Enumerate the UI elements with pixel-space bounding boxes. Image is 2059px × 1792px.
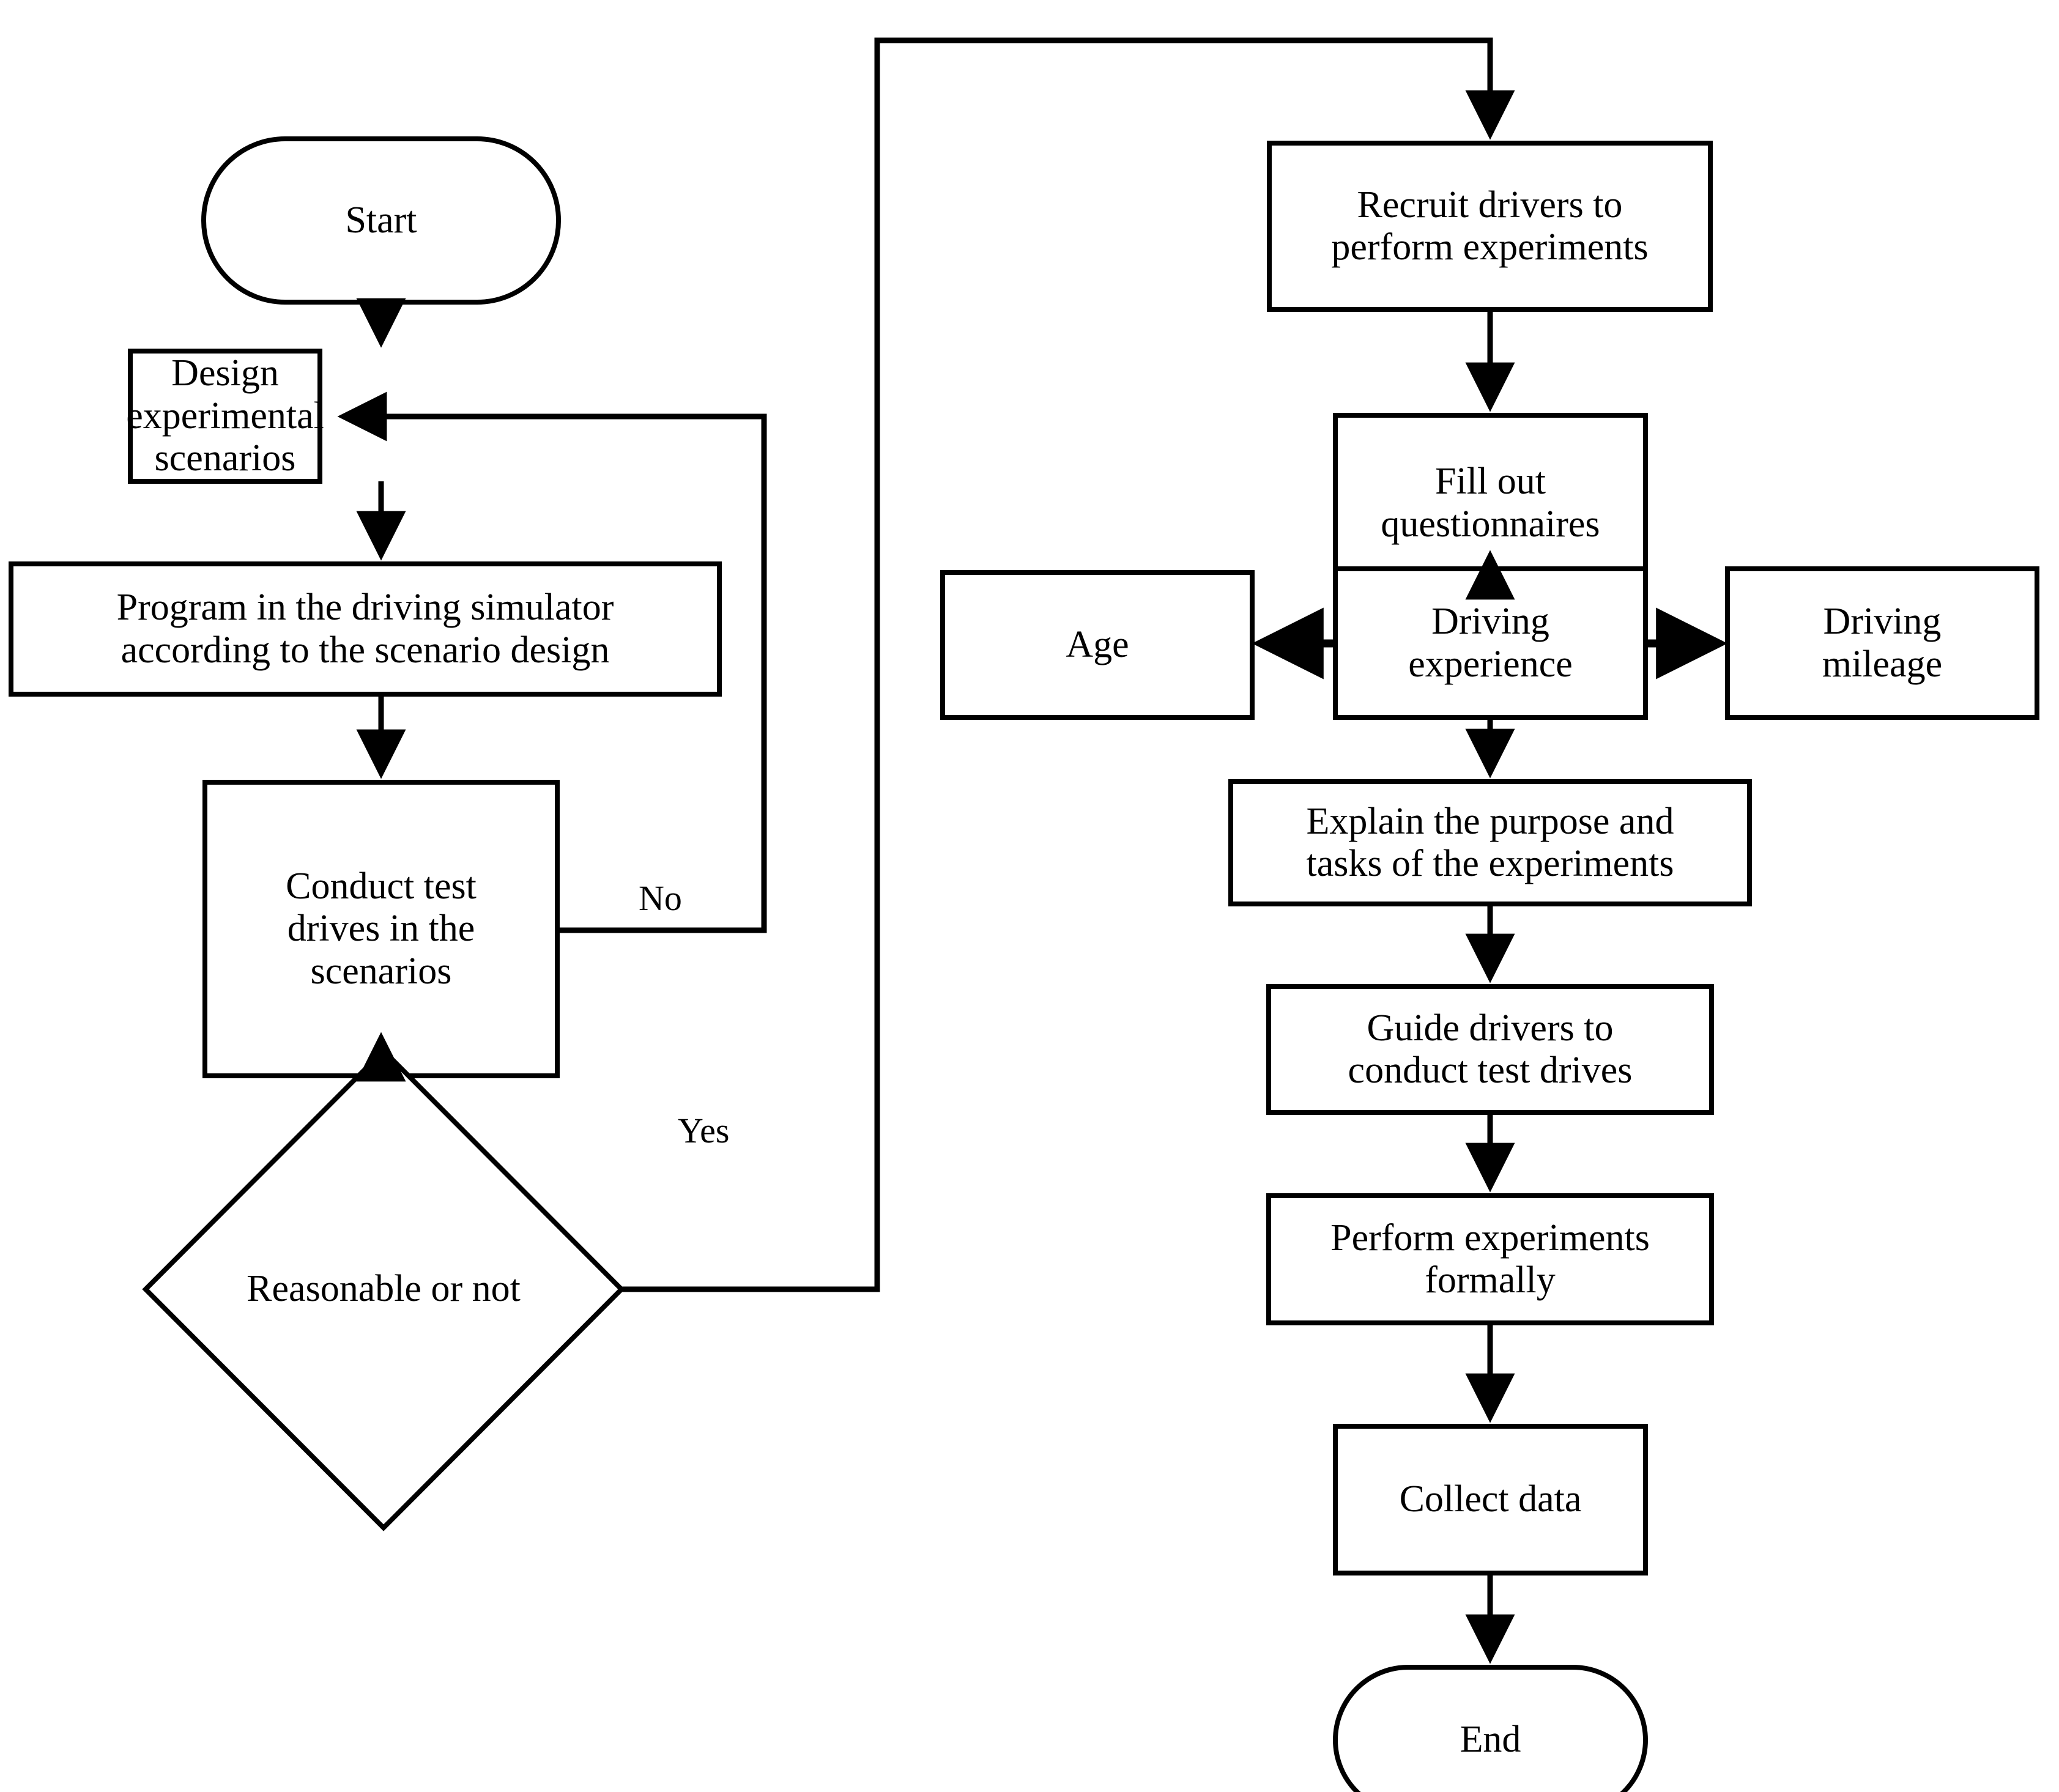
node-shape-design-scenarios xyxy=(128,349,322,484)
edge-yes-branch xyxy=(621,37,1515,1292)
node-shape-collect-data xyxy=(1333,1424,1648,1575)
edge-no-branch-loop xyxy=(337,391,767,933)
node-shape-reasonable-decision xyxy=(142,1047,625,1531)
node-shape-age xyxy=(940,570,1255,720)
node-shape-explain-purpose xyxy=(1228,779,1752,906)
node-shape-start xyxy=(201,136,561,305)
node-shape-driving-experience xyxy=(1333,566,1648,720)
node-shape-program-simulator xyxy=(9,561,722,697)
node-shape-perform-experiments xyxy=(1266,1193,1714,1325)
node-shape-conduct-test-drives xyxy=(202,780,560,1078)
node-shape-driving-mileage xyxy=(1725,566,2039,720)
node-shape-recruit-drivers xyxy=(1267,141,1713,312)
node-shape-guide-drivers xyxy=(1266,984,1714,1115)
node-shape-end xyxy=(1333,1665,1648,1792)
